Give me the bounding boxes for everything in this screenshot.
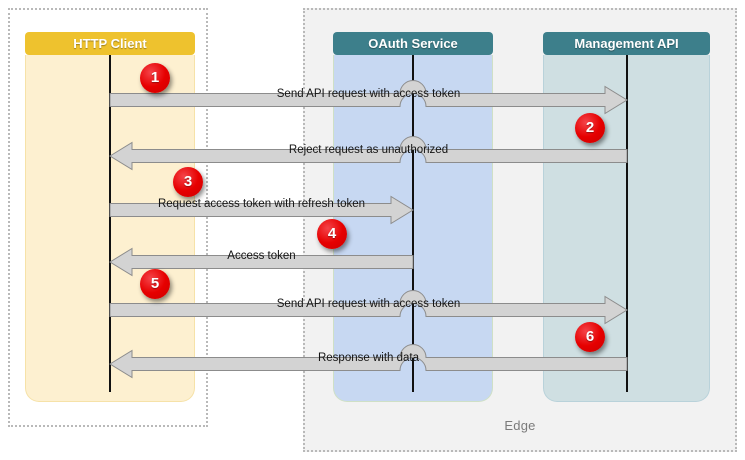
- message-arrow-5[interactable]: Send API request with access token: [0, 290, 745, 325]
- step-badge-6: 6: [575, 322, 605, 352]
- participant-oauth-header[interactable]: OAuth Service: [333, 32, 493, 55]
- participant-mgmt-header[interactable]: Management API: [543, 32, 710, 55]
- message-arrow-shape-4: [109, 247, 414, 277]
- step-badge-1: 1: [140, 63, 170, 93]
- step-badge-5: 5: [140, 269, 170, 299]
- message-arrow-shape-6: [109, 344, 628, 379]
- message-arrow-shape-1: [109, 80, 628, 115]
- lifeline-management-api: [626, 55, 628, 392]
- message-arrow-3[interactable]: Request access token with refresh token: [0, 190, 745, 225]
- message-arrow-4[interactable]: Access token: [0, 242, 745, 277]
- step-badge-4: 4: [317, 219, 347, 249]
- step-badge-2: 2: [575, 113, 605, 143]
- message-arrow-shape-2: [109, 136, 628, 171]
- participant-client-header[interactable]: HTTP Client: [25, 32, 195, 55]
- message-arrow-shape-3: [109, 195, 414, 225]
- edge-region-label: Edge: [504, 418, 536, 433]
- message-arrow-shape-5: [109, 290, 628, 325]
- message-arrow-2[interactable]: Reject request as unauthorized: [0, 136, 745, 171]
- step-badge-3: 3: [173, 167, 203, 197]
- lifeline-http-client: [109, 55, 111, 392]
- lifeline-oauth-service: [412, 55, 414, 392]
- message-arrow-6[interactable]: Response with data: [0, 344, 745, 379]
- message-arrow-1[interactable]: Send API request with access token: [0, 80, 745, 115]
